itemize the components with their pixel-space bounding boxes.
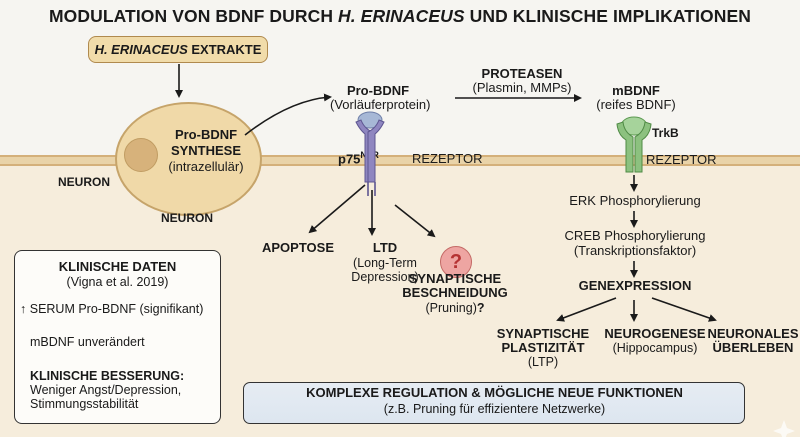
arrow-to-apoptose xyxy=(308,184,366,234)
proteases-label: PROTEASEN xyxy=(481,66,563,81)
extract-box: H. ERINACEUS EXTRAKTE xyxy=(88,36,268,63)
clinical-data-box xyxy=(14,250,221,424)
pro-bdnf-sub: (Vorläuferprotein) xyxy=(330,97,431,112)
survival-line1: NEURONALES xyxy=(707,326,799,341)
genexpression-label: GENEXPRESSION xyxy=(578,278,692,293)
summary-sub: (z.B. Pruning für effizientere Netzwerke… xyxy=(383,402,606,416)
serum-text: SERUM Pro-BDNF (signifikant) xyxy=(29,302,204,316)
neuron-label-below: NEURON xyxy=(161,211,214,225)
p75-receptor-icon xyxy=(355,111,385,196)
plasticity-sub: (LTP) xyxy=(527,355,559,369)
pruning-line2: BESCHNEIDUNG xyxy=(402,285,508,300)
cell-membrane xyxy=(0,155,800,166)
cell-line2: SYNTHESE xyxy=(170,143,242,158)
pruning-sub-text: (Pruning) xyxy=(425,301,477,315)
improvement-line2: Stimmungsstabilität xyxy=(30,397,139,411)
trkb-label: TrkB xyxy=(652,126,679,140)
plasticity-line1: SYNAPTISCHE xyxy=(496,326,590,341)
extract-label: EXTRAKTE xyxy=(187,42,262,57)
arrow-up-icon: ↑ xyxy=(20,302,27,316)
survival-line2: ÜBERLEBEN xyxy=(712,340,794,355)
cell-line3: (intrazellulär) xyxy=(168,159,244,174)
summary-title: KOMPLEXE REGULATION & MÖGLICHE NEUE FUNK… xyxy=(306,385,683,400)
mbdnf-sub: (reifes BDNF) xyxy=(596,97,676,112)
pruning-line1: SYNAPTISCHE xyxy=(408,271,502,286)
plasticity-line2: PLASTIZITÄT xyxy=(501,340,585,355)
question-icon: ? xyxy=(440,246,472,278)
proteases-sub: (Plasmin, MMPs) xyxy=(472,80,572,95)
pruning-sub: (Pruning)? xyxy=(400,301,510,315)
neuron-label-left: NEURON xyxy=(58,175,111,189)
ltd-label: LTD xyxy=(372,240,398,255)
ltd-sub2: Depression) xyxy=(351,270,419,284)
cell-line1: Pro-BDNF xyxy=(174,127,238,142)
clinical-source: (Vigna et al. 2019) xyxy=(66,275,169,289)
neurogenesis-sub: (Hippocampus) xyxy=(612,341,698,355)
apoptose-label: APOPTOSE xyxy=(262,240,335,255)
title-species: H. ERINACEUS xyxy=(338,6,465,26)
trkb-receptor-icon xyxy=(616,116,652,173)
clinical-title: KLINISCHE DATEN xyxy=(58,259,177,274)
extract-species: H. ERINACEUS xyxy=(94,42,188,57)
creb-label: CREB Phosphorylierung xyxy=(564,228,706,243)
improvement-title: KLINISCHE BESSERUNG: xyxy=(30,369,185,383)
mbdnf-label: mBDNF xyxy=(612,83,660,98)
page-title: MODULATION VON BDNF DURCH H. ERINACEUS U… xyxy=(0,6,800,27)
p75-receptor-label: REZEPTOR xyxy=(412,151,483,166)
arrow-to-plasticity xyxy=(556,297,617,322)
arrow-to-survival xyxy=(651,297,717,322)
mbdnf-unchanged: mBDNF unverändert xyxy=(30,335,145,349)
sparkle-icon xyxy=(773,420,795,437)
trkb-receptor-label: REZEPTOR xyxy=(646,152,717,167)
pro-bdnf-label: Pro-BDNF xyxy=(346,83,410,98)
creb-sub: (Transkriptionsfaktor) xyxy=(573,243,697,258)
arrow-synthesis-to-probdnf xyxy=(244,93,332,136)
improvement-line1: Weniger Angst/Depression, xyxy=(30,383,182,397)
serum-line: ↑ SERUM Pro-BDNF (signifikant) xyxy=(20,302,203,316)
pruning-question-mark: ? xyxy=(476,301,485,315)
title-prefix: MODULATION VON BDNF DURCH xyxy=(48,6,339,26)
summary-box xyxy=(243,382,745,424)
arrow-to-pruning xyxy=(394,204,436,238)
nucleus xyxy=(124,138,158,172)
neurogenesis-label: NEUROGENESE xyxy=(604,326,706,341)
erk-label: ERK Phosphorylierung xyxy=(569,193,701,208)
title-suffix: UND KLINISCHE IMPLIKATIONEN xyxy=(464,6,752,26)
p75-name: p75 xyxy=(338,151,361,167)
ltd-sub1: (Long-Term xyxy=(353,256,417,270)
